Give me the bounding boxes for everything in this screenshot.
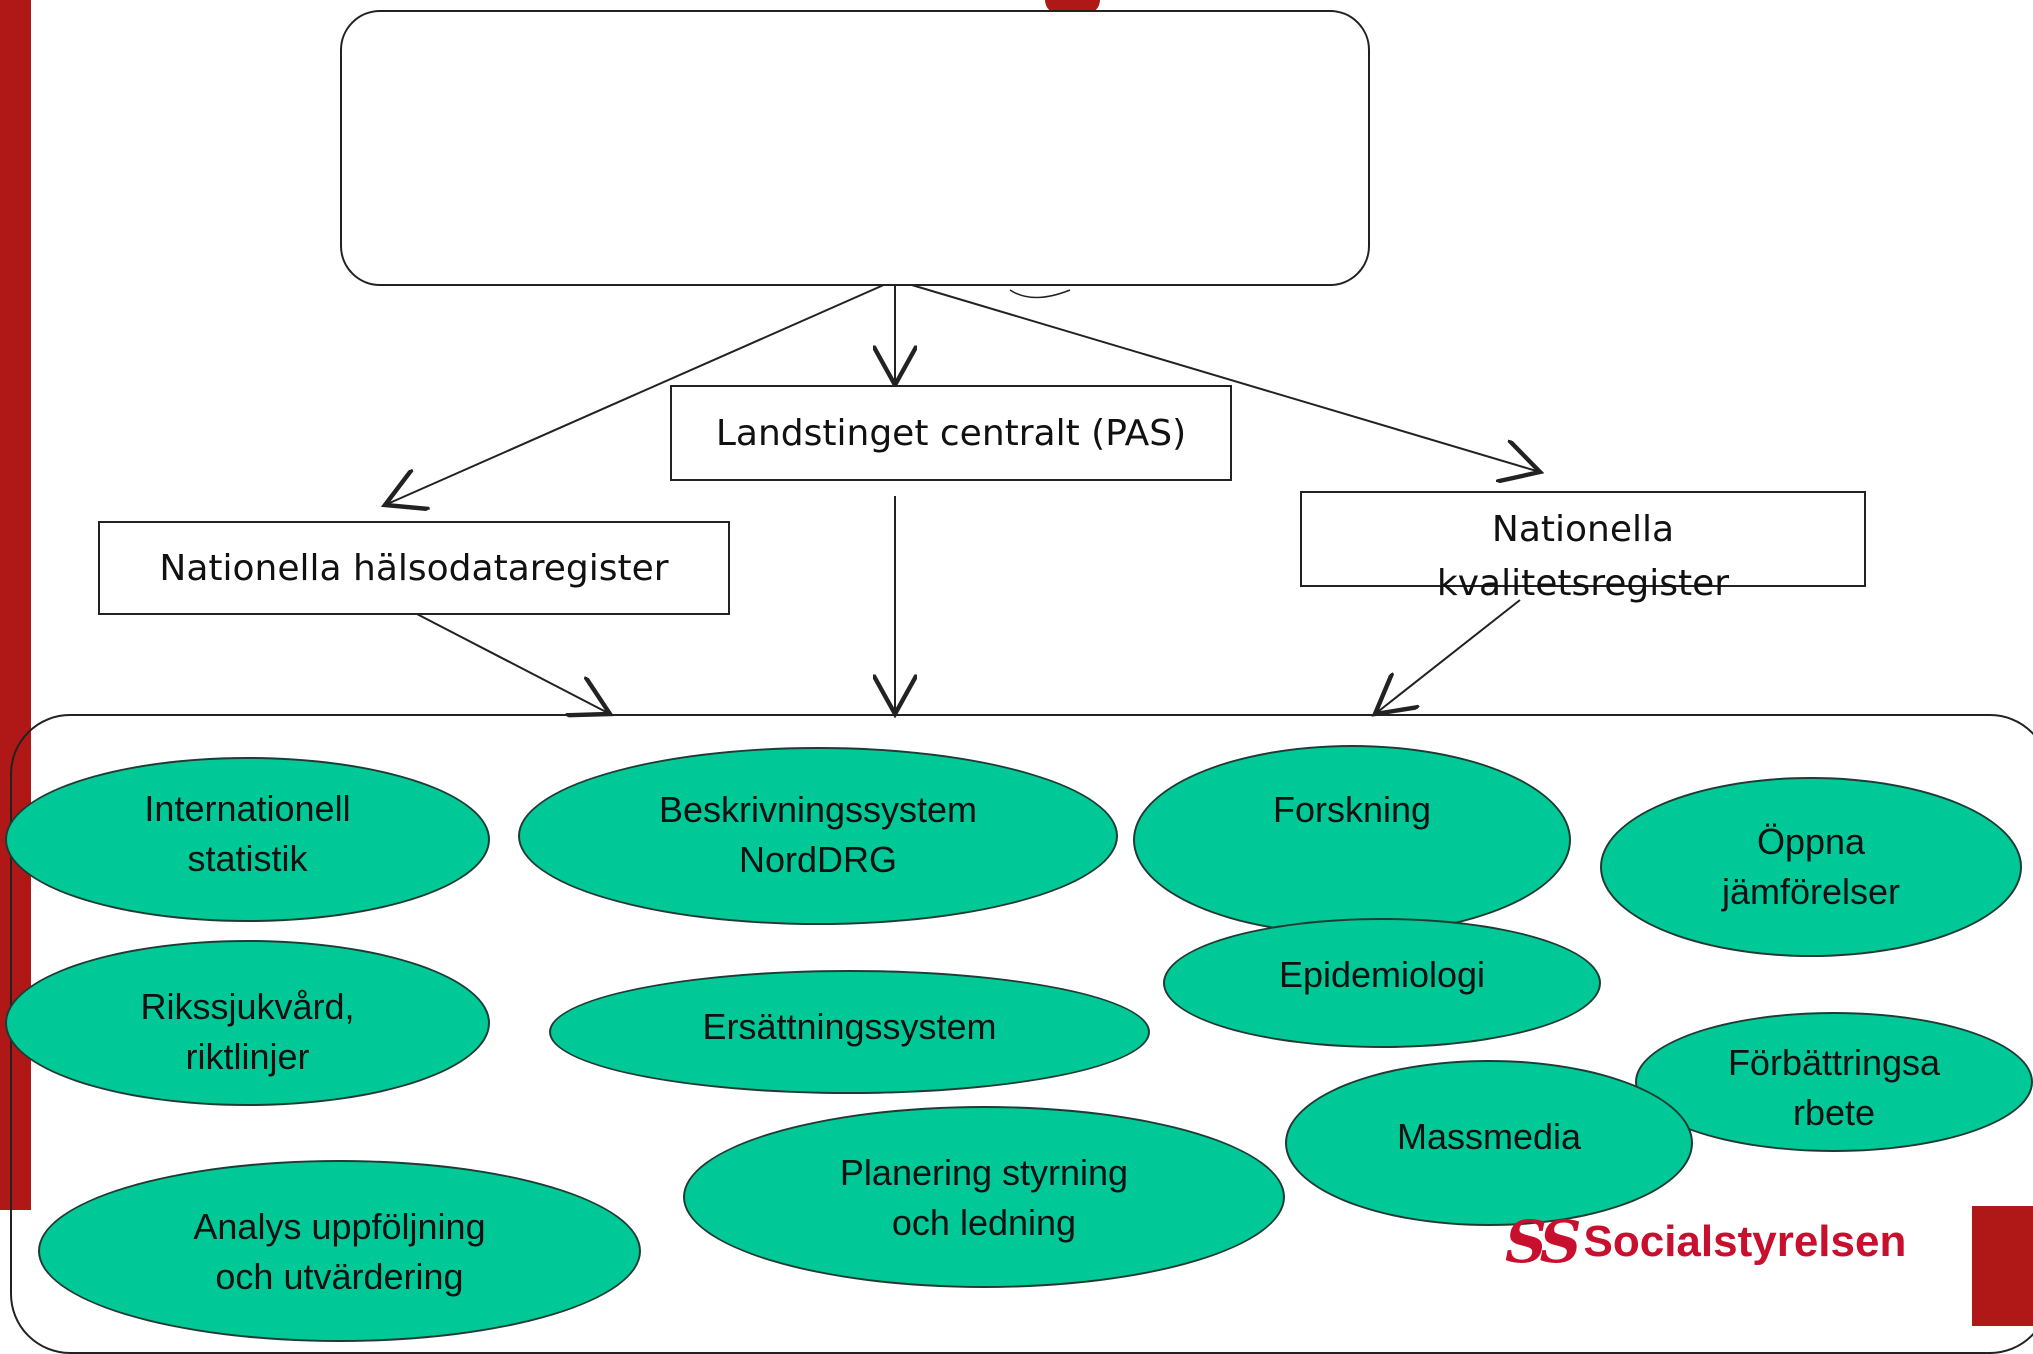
top-source-box	[340, 10, 1370, 286]
use-planning-governance: Planering styrning och ledning	[683, 1106, 1285, 1288]
use-reimbursement-system: Ersättningssystem	[549, 970, 1150, 1094]
use-nord-drg: Beskrivningssystem NordDRG	[518, 747, 1118, 925]
connector-arrows	[0, 279, 2033, 1326]
use-epidemiology: Epidemiologi	[1163, 918, 1601, 1048]
left-register-label: Nationella hälsodataregister	[159, 547, 669, 589]
left-register-box: Nationella hälsodataregister	[98, 521, 730, 615]
right-register-label-line1: Nationella	[1491, 509, 1675, 550]
logo-text: Socialstyrelsen	[1583, 1217, 1907, 1266]
arrow-right-register-to-uses	[1375, 599, 1521, 714]
use-label: Planering styrning och ledning	[839, 1152, 1129, 1244]
use-label: Epidemiologi	[1278, 954, 1486, 995]
use-international-statistics: Internationell statistik	[5, 757, 490, 922]
use-label: Massmedia	[1396, 1116, 1582, 1157]
arrow-left-register-to-uses	[414, 612, 610, 714]
use-label: Forskning	[1272, 789, 1432, 830]
right-register-box: Nationella kvalitetsregister	[1300, 491, 1866, 604]
use-label: Ersättningssystem	[702, 1006, 997, 1047]
use-improvement-work: Förbättringsa rbete	[1635, 1012, 2033, 1152]
use-label: Internationell statistik	[144, 788, 351, 880]
arrow-top-to-left-register	[385, 279, 896, 505]
use-label: Rikssjukvård, riktlinjer	[140, 986, 355, 1078]
use-label: Beskrivningssystem NordDRG	[658, 789, 978, 881]
right-register-label-line2: kvalitetsregister	[1436, 563, 1730, 604]
squiggle-mark	[1009, 289, 1071, 299]
use-open-comparisons: Öppna jämförelser	[1600, 777, 2022, 957]
socialstyrelsen-logo: SS Socialstyrelsen	[1505, 1208, 1906, 1276]
use-analysis-evaluation: Analys uppföljning och utvärdering	[38, 1160, 641, 1342]
arrow-top-to-right-register	[894, 279, 1540, 472]
logo-mark-icon: SS	[1505, 1208, 1581, 1276]
use-label: Öppna jämförelser	[1721, 821, 1901, 913]
use-label: Analys uppföljning och utvärdering	[193, 1206, 486, 1298]
center-source-label: Landstinget centralt (PAS)	[715, 412, 1187, 454]
use-mass-media: Massmedia	[1285, 1060, 1693, 1226]
use-national-care-guidelines: Rikssjukvård, riktlinjer	[5, 940, 490, 1106]
center-source-box: Landstinget centralt (PAS)	[670, 385, 1232, 481]
use-research: Forskning	[1133, 745, 1571, 935]
use-label: Förbättringsa rbete	[1727, 1042, 1941, 1134]
